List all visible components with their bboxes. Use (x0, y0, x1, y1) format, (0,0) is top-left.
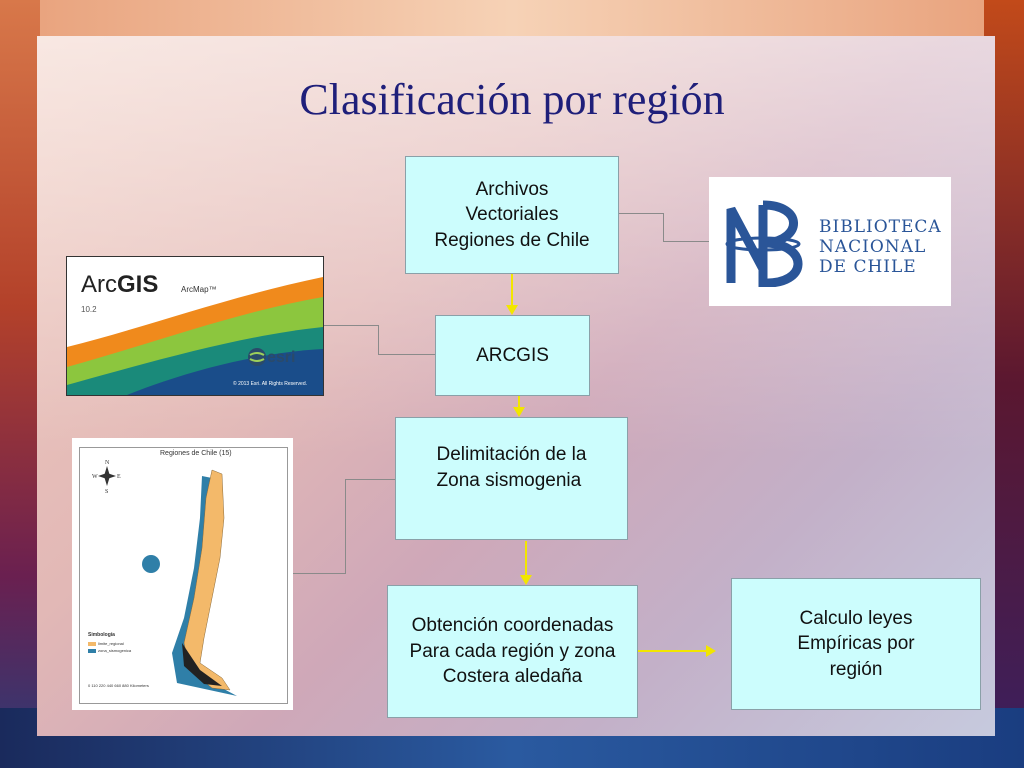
svg-text:E: E (117, 474, 121, 480)
svg-text:S: S (105, 489, 108, 494)
arrow-head-1 (506, 305, 518, 315)
box-calculo: Calculo leyes Empíricas por región (731, 578, 981, 710)
arrow-arcgis-delimitacion (518, 394, 520, 410)
arcgis-logo-image: ArcGIS ArcMap™ 10.2 esri © 2013 Esri. Al… (66, 256, 324, 396)
arrow-head-2 (513, 407, 525, 417)
compass-icon: N S W E (92, 460, 121, 494)
map-scale: 0 110 220 440 660 880 Kilometers (88, 683, 149, 688)
map-title: Regiones de Chile (15) (160, 450, 232, 457)
arrow-head-3 (520, 575, 532, 585)
arrow-archivos-arcgis (511, 273, 513, 309)
box-obtencion: Obtención coordenadas Para cada región y… (387, 585, 638, 718)
arrow-head-4 (706, 645, 716, 657)
arrow-delimitacion-obtencion (525, 541, 527, 579)
connector-archivos-biblioteca-v (663, 213, 664, 241)
connector-arcgis-logo-v (378, 325, 379, 354)
legend-item-land: limite_regional (88, 641, 124, 646)
svg-text:W: W (92, 474, 98, 480)
connector-delimitacion-map-h2 (293, 573, 346, 574)
biblioteca-text: BIBLIOTECA NACIONAL DE CHILE (819, 217, 942, 278)
connector-arcgis-logo (322, 325, 379, 326)
biblioteca-nacional-logo: BIBLIOTECA NACIONAL DE CHILE (709, 177, 951, 306)
arrow-obtencion-calculo (637, 650, 709, 652)
box-delimitacion: Delimitación de la Zona sismogenia (395, 417, 628, 540)
box-delimitacion-label: Delimitación de la Zona sismogenia (436, 444, 587, 491)
legend-title: Simbología (88, 632, 115, 638)
box-archivos-vectoriales: Archivos Vectoriales Regiones de Chile (405, 156, 619, 274)
copyright-text: © 2013 Esri. All Rights Reserved. (233, 381, 307, 387)
arcgis-product-name: ArcGIS (81, 271, 159, 298)
connector-delimitacion-map-v (345, 479, 346, 574)
arcmap-label: ArcMap™ (181, 285, 217, 294)
esri-wordmark: esri (267, 349, 296, 366)
legend-item-zone: zona_sismogenica (88, 648, 131, 653)
connector-archivos-biblioteca (618, 213, 664, 214)
connector-archivos-biblioteca-h2 (663, 241, 709, 242)
slide-title: Clasificación por región (299, 75, 725, 124)
connector-arcgis-logo-h2 (378, 354, 435, 355)
chile-regions-map: Regiones de Chile (15) N S W E Simbologí… (72, 438, 293, 710)
globe-icon (248, 348, 266, 366)
chile-shape (142, 469, 237, 696)
connector-delimitacion-map (345, 479, 395, 480)
bn-monogram-icon (725, 200, 803, 287)
map-frame (79, 447, 288, 704)
box-calculo-label: Calculo leyes Empíricas por región (797, 607, 915, 680)
svg-text:N: N (105, 460, 110, 466)
box-arcgis: ARCGIS (435, 315, 590, 396)
box-obtencion-label: Obtención coordenadas Para cada región y… (409, 615, 616, 688)
background-left (0, 0, 40, 768)
box-arcgis-label: ARCGIS (476, 344, 549, 366)
box-archivos-label: Archivos Vectoriales Regiones de Chile (434, 178, 590, 251)
version-label: 10.2 (81, 305, 97, 314)
